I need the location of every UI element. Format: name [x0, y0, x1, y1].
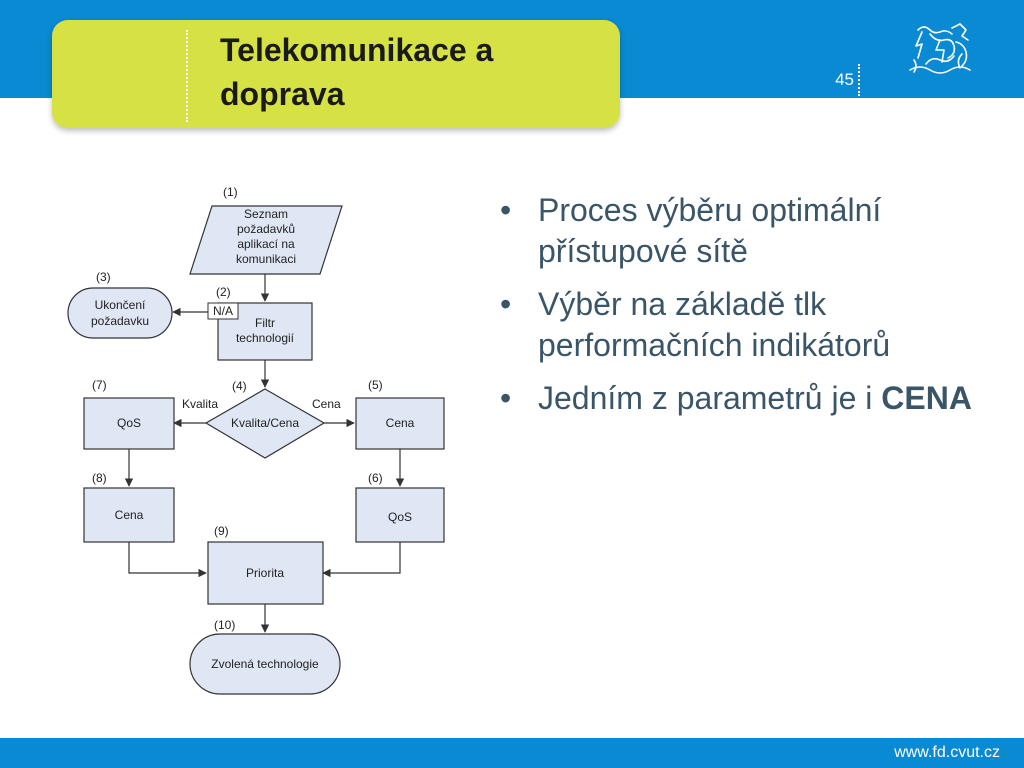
slide-title: Telekomunikace a doprava: [220, 28, 610, 116]
node-7-number: (7): [92, 378, 107, 392]
node-1-line-4: komunikaci: [236, 252, 296, 266]
node-3-line-1: Ukončení: [95, 298, 146, 312]
node-2-line-1: Filtr: [255, 316, 275, 330]
ctu-lion-logo-icon: [909, 23, 971, 74]
node-4-label: Kvalita/Cena: [231, 416, 299, 430]
node-1-number: (1): [223, 185, 238, 199]
node-6-label: QoS: [388, 510, 412, 524]
node-10-number: (10): [214, 618, 235, 632]
node-7-label: QoS: [117, 416, 141, 430]
node-3: (3) Ukončení požadavku: [67, 270, 173, 339]
node-3-shape: [67, 287, 173, 339]
node-5-label: Cena: [386, 416, 415, 430]
node-10-shape: [189, 633, 341, 695]
node-2-line-2: technologií: [236, 331, 295, 345]
bullet-text: Výběr na základě tlk performačních indik…: [538, 286, 891, 363]
node-4: (4) Kvalita/Cena Kvalita Cena: [182, 379, 341, 459]
flowchart: (1) Seznam požadavků aplikací na komunik…: [67, 185, 445, 695]
node-5-shape: [355, 397, 445, 450]
arrow-n8-n9: [128, 542, 207, 578]
arrow-n6-n9: [322, 542, 401, 578]
node-7-shape: [83, 397, 175, 450]
node-9-number: (9): [214, 524, 229, 538]
node-2-tag-box: [207, 302, 239, 320]
footer-band: [0, 738, 1024, 768]
bullet-text-bold: CENA: [881, 380, 972, 416]
node-8: (8) Cena: [83, 471, 175, 543]
title-divider: [186, 30, 188, 122]
footer-url: www.fd.cvut.cz: [894, 744, 1000, 761]
node-8-number: (8): [92, 471, 107, 485]
node-1-shape: [189, 205, 343, 275]
node-2-number: (2): [216, 285, 231, 299]
node-9-shape: [207, 541, 324, 605]
node-2: (2) N/A Filtr technologií: [207, 285, 313, 361]
node-1-line-3: aplikací na: [237, 237, 295, 251]
page-number-divider: [858, 64, 860, 96]
node-4-number: (4): [232, 379, 247, 393]
node-5-number: (5): [368, 378, 383, 392]
bullet-item: • Proces výběru optimální přístupové sít…: [500, 190, 980, 272]
bullet-item: • Jedním z parametrů je i CENA: [500, 378, 980, 419]
slide-title-line-2: doprava: [220, 76, 345, 112]
bullet-dot-icon: •: [500, 286, 512, 322]
slide-title-line-1: Telekomunikace a: [220, 32, 494, 68]
node-9: (9) Priorita: [207, 524, 324, 605]
bullet-dot-icon: •: [500, 192, 512, 228]
node-6: (6) QoS: [355, 471, 445, 543]
node-10: (10) Zvolená technologie: [189, 618, 341, 695]
flow-connectors: [124, 274, 405, 633]
edge-label-right: Cena: [312, 397, 341, 411]
node-1: (1) Seznam požadavků aplikací na komunik…: [189, 185, 343, 275]
node-7: (7) QoS: [83, 378, 175, 450]
node-2-tag: N/A: [213, 304, 233, 318]
bullet-item: • Výběr na základě tlk performačních ind…: [500, 284, 980, 366]
title-box: [52, 20, 620, 128]
node-6-shape: [355, 487, 445, 543]
node-1-line-2: požadavků: [237, 222, 295, 236]
node-8-shape: [83, 487, 175, 543]
node-3-line-2: požadavku: [91, 314, 149, 328]
node-5: (5) Cena: [355, 378, 445, 450]
node-6-number: (6): [368, 471, 383, 485]
node-10-label: Zvolená technologie: [211, 657, 319, 671]
node-9-label: Priorita: [246, 566, 284, 580]
page-number: 45: [835, 70, 854, 89]
node-8-label: Cena: [115, 508, 144, 522]
edge-label-left: Kvalita: [182, 397, 218, 411]
bullet-text: Proces výběru optimální přístupové sítě: [538, 192, 882, 269]
node-1-line-1: Seznam: [244, 207, 288, 221]
bullet-text: Jedním z parametrů je i: [538, 380, 882, 416]
node-4-shape: [204, 388, 326, 459]
node-3-number: (3): [96, 270, 111, 284]
bullet-list: • Proces výběru optimální přístupové sít…: [500, 190, 980, 431]
bullet-dot-icon: •: [500, 380, 512, 416]
